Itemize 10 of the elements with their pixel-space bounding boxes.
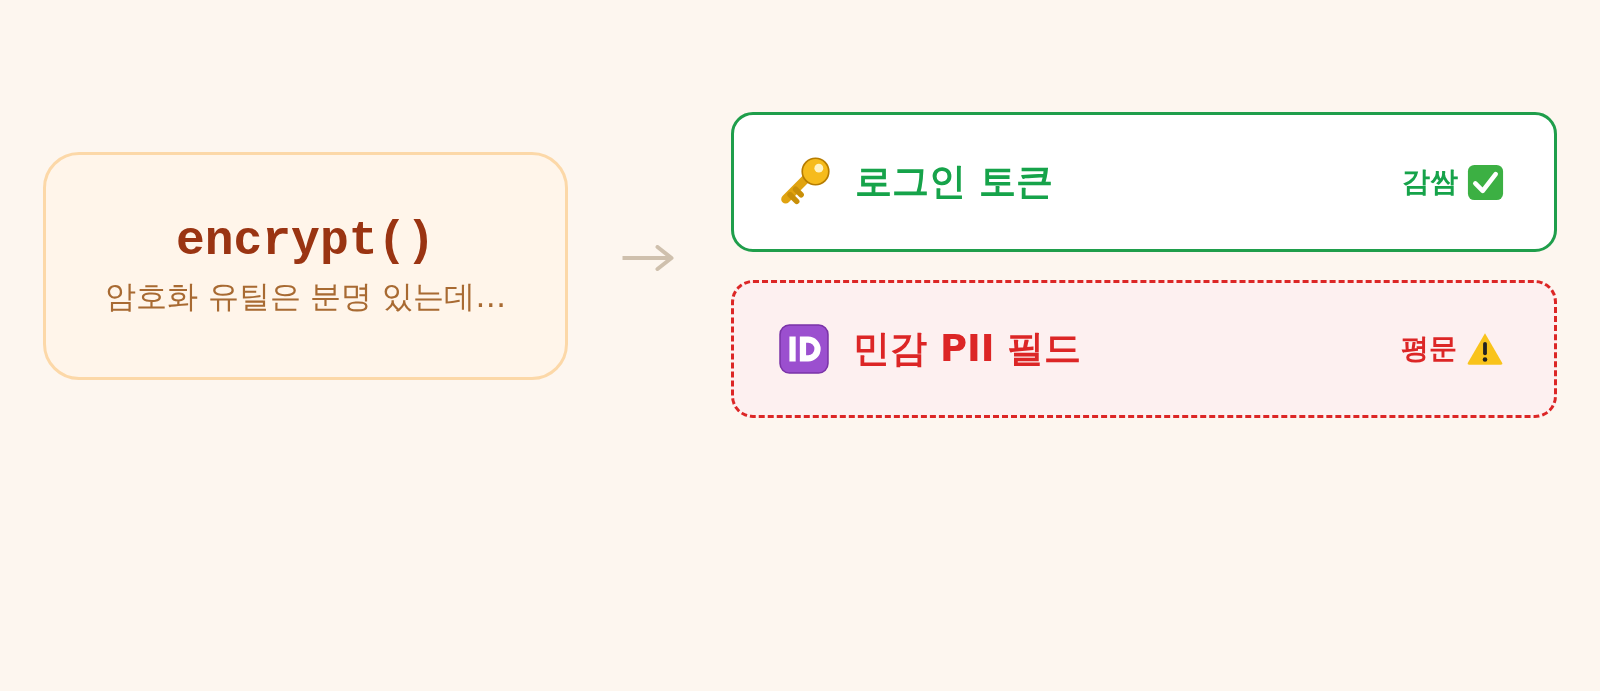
- result-card: [731, 280, 1557, 418]
- description-text: 암호화 유틸은 분명 있는데…: [104, 277, 507, 316]
- result-card: [731, 112, 1557, 252]
- status-label: 감쌈: [1402, 164, 1458, 200]
- arrow: [622, 245, 674, 271]
- function-name: encrypt(): [175, 216, 436, 266]
- status-label: 평문: [1401, 331, 1457, 367]
- field-label: 민감 PII 필드: [853, 327, 1082, 371]
- field-label: 로그인 토큰: [855, 160, 1053, 204]
- function-box: [43, 152, 568, 380]
